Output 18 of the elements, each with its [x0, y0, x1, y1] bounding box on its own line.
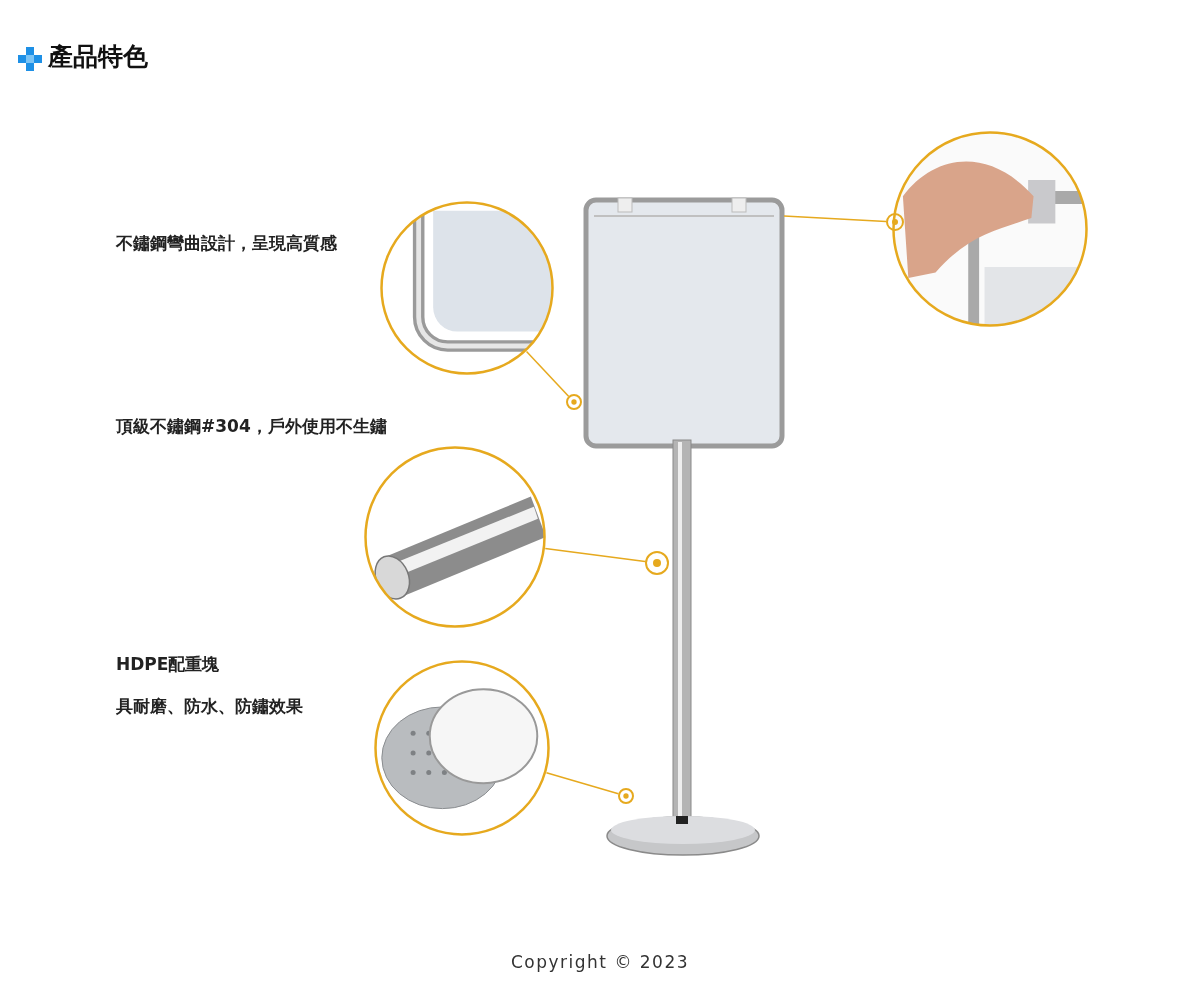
leader-line [525, 350, 570, 397]
detail-drawing [364, 446, 546, 628]
leader-line [544, 547, 646, 563]
feature-text: HDPE配重塊 [116, 653, 220, 676]
section-title: 產品特色 [48, 41, 148, 73]
marker-ring [886, 213, 904, 231]
detail-drawing [892, 131, 1088, 327]
marker-ring [618, 788, 634, 804]
feature-text: 不鏽鋼彎曲設計，呈現高質感 [116, 232, 337, 255]
leader-line [783, 215, 887, 223]
leader-line [545, 771, 620, 795]
copyright-text: Copyright © 2023 [509, 952, 691, 972]
detail-drawing [374, 660, 550, 836]
feature-text: 具耐磨、防水、防鏽效果 [116, 695, 303, 718]
marker-ring [645, 551, 669, 575]
detail-drawing [380, 201, 554, 375]
feature-text: 頂級不鏽鋼#304，戶外使用不生鏽 [116, 415, 387, 438]
marker-ring [566, 394, 582, 410]
